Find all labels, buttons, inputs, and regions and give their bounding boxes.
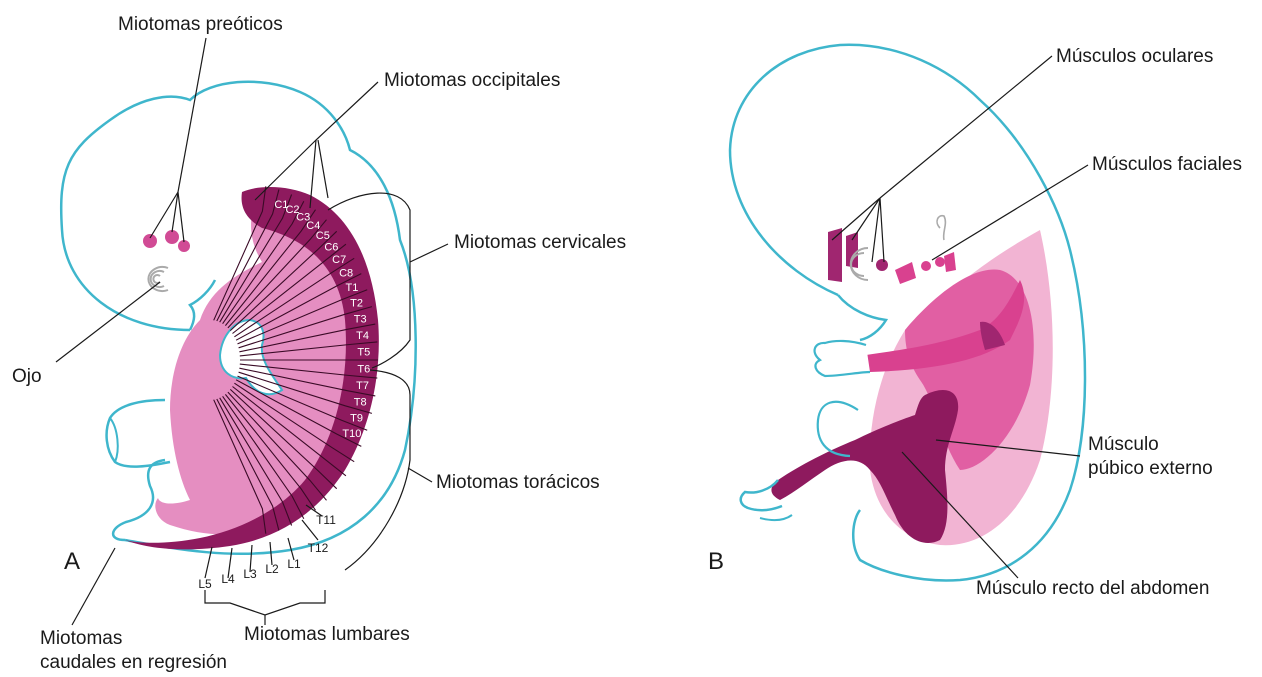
facial-muscles xyxy=(895,252,956,284)
embryo-b-chin-outline xyxy=(838,295,886,340)
segment-label-c6: C6 xyxy=(324,241,338,253)
segment-label-t7: T7 xyxy=(356,380,369,392)
foot-outline xyxy=(760,515,792,520)
label-miotomas-cervicales: Miotomas cervicales xyxy=(454,232,626,254)
segment-label-t9: T9 xyxy=(350,413,363,425)
segment-label-t3: T3 xyxy=(354,314,367,326)
label-miotomas-caudales-line2: caudales en regresión xyxy=(40,652,227,674)
segment-label-t2: T2 xyxy=(350,298,363,310)
segment-label-t10: T10 xyxy=(342,428,361,440)
eye-icon xyxy=(148,267,168,291)
label-miotomas-occipitales: Miotomas occipitales xyxy=(384,70,560,92)
panel-a-label: A xyxy=(64,548,80,576)
segment-label-t5: T5 xyxy=(357,347,370,359)
segment-label-l5: L5 xyxy=(198,577,212,591)
segment-label-t4: T4 xyxy=(356,330,369,342)
label-musculos-oculares: Músculos oculares xyxy=(1056,46,1213,68)
panel-b-label: B xyxy=(708,548,724,576)
segment-label-t8: T8 xyxy=(354,397,367,409)
label-miotomas-lumbares: Miotomas lumbares xyxy=(244,624,410,646)
label-miotomas-preoticos: Miotomas preóticos xyxy=(118,14,283,36)
rectus-abdominis xyxy=(771,390,958,543)
segment-label-c5: C5 xyxy=(316,230,330,242)
segment-label-c8: C8 xyxy=(339,268,353,280)
label-musculos-faciales: Músculos faciales xyxy=(1092,154,1242,176)
label-musculo-pubico-line2: púbico externo xyxy=(1088,458,1213,480)
label-ojo: Ojo xyxy=(12,366,42,388)
label-miotomas-caudales-line1: Miotomas xyxy=(40,628,122,650)
label-musculo-recto: Músculo recto del abdomen xyxy=(976,578,1209,600)
hand-outline xyxy=(815,341,870,376)
embryo-b xyxy=(730,45,1088,581)
segment-label-c7: C7 xyxy=(332,254,346,266)
segment-label-t6: T6 xyxy=(357,363,370,375)
segment-label-t11: T11 xyxy=(316,513,336,527)
segment-label-t12: T12 xyxy=(308,541,329,555)
ear-icon xyxy=(937,216,945,240)
segment-label-t1: T1 xyxy=(345,282,358,294)
label-miotomas-toracicos: Miotomas torácicos xyxy=(436,472,600,494)
label-musculo-pubico-line1: Músculo xyxy=(1088,434,1159,456)
